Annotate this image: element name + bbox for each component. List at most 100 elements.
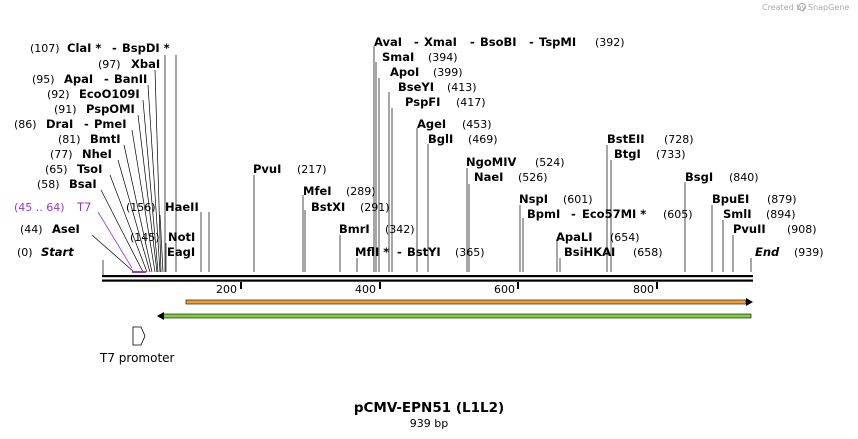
svg-text:(894): (894)	[766, 208, 796, 221]
svg-text:BmtI: BmtI	[90, 132, 121, 146]
svg-text:NaeI: NaeI	[474, 170, 503, 184]
svg-text:(728): (728)	[664, 133, 694, 146]
svg-text:AgeI: AgeI	[417, 117, 446, 131]
site-agei[interactable]: AgeI (453)	[417, 117, 492, 131]
ruler-tick-200: 200	[216, 283, 237, 296]
svg-text:(77): (77)	[50, 148, 73, 161]
site-naei[interactable]: NaeI (526)	[474, 170, 548, 184]
t7-promoter-arrow-icon[interactable]	[132, 326, 146, 346]
svg-text:NgoMIV: NgoMIV	[466, 155, 516, 169]
snapgene-logo-icon	[798, 3, 806, 11]
svg-text:(399): (399)	[433, 66, 463, 79]
svg-text:DraI: DraI	[46, 117, 73, 131]
svg-text:(156): (156)	[126, 201, 156, 214]
svg-text:MflI *: MflI *	[355, 245, 389, 259]
svg-text:BsiHKAI: BsiHKAI	[564, 245, 615, 259]
site-bsai[interactable]: (58) BsaI	[37, 177, 97, 191]
svg-text:(601): (601)	[563, 193, 593, 206]
site-xbai[interactable]: (97) XbaI	[98, 57, 160, 71]
site-ngomiv[interactable]: NgoMIV (524)	[466, 155, 565, 169]
site-bstxi[interactable]: BstXI (291)	[311, 200, 390, 214]
svg-text:BsaI: BsaI	[69, 177, 97, 191]
site-avai-xmai-bsobi-tspmi[interactable]: AvaI - XmaI - BsoBI - TspMI (392)	[374, 35, 625, 49]
site-pvuii[interactable]: PvuII (908)	[733, 222, 817, 236]
site-bsgi[interactable]: BsgI (840)	[685, 170, 759, 184]
site-bseyi[interactable]: BseYI (413)	[398, 80, 477, 94]
svg-text:BsoBI: BsoBI	[480, 35, 517, 49]
svg-text:XbaI: XbaI	[131, 57, 160, 71]
site-mfei[interactable]: MfeI (289)	[303, 184, 376, 198]
site-pspfi[interactable]: PspFI (417)	[405, 95, 486, 109]
svg-text:(145): (145)	[130, 231, 160, 244]
site-clai-bspdi[interactable]: (107) ClaI * - BspDI *	[30, 41, 170, 55]
t7-site-mark	[132, 271, 146, 273]
t7-promoter-label: T7 promoter	[99, 351, 175, 365]
svg-text:Start: Start	[41, 245, 74, 259]
site-bsihkai[interactable]: BsiHKAI (658)	[564, 245, 663, 259]
svg-text:(107): (107)	[30, 42, 60, 55]
svg-text:T7: T7	[76, 200, 91, 214]
svg-text:BstYI: BstYI	[407, 245, 441, 259]
site-drai-pmei[interactable]: (86) DraI - PmeI	[14, 117, 127, 131]
site-eagi[interactable]: EagI	[167, 245, 195, 259]
svg-text:BseYI: BseYI	[398, 80, 434, 94]
svg-text:(654): (654)	[610, 231, 640, 244]
site-bsteii[interactable]: BstEII (728)	[607, 132, 694, 146]
site-bpmi-eco57mi[interactable]: BpmI - Eco57MI * (605)	[527, 207, 693, 221]
svg-text:(86): (86)	[14, 118, 37, 131]
site-bgli[interactable]: BglI (469)	[428, 132, 498, 146]
svg-text:BpmI: BpmI	[527, 207, 560, 221]
site-apali[interactable]: ApaLI (654)	[556, 230, 640, 244]
site-smli[interactable]: SmlI (894)	[723, 207, 796, 221]
svg-text:(95): (95)	[32, 73, 55, 86]
site-nhei[interactable]: (77) NheI	[50, 147, 112, 161]
site-end[interactable]: End (939)	[755, 245, 824, 259]
ruler-tick-600: 600	[494, 283, 515, 296]
site-nspi[interactable]: NspI (601)	[519, 192, 593, 206]
site-start[interactable]: (0) Start	[17, 245, 74, 259]
svg-text:(45 .. 64): (45 .. 64)	[14, 201, 65, 214]
site-apai-banii[interactable]: (95) ApaI - BanII	[32, 72, 147, 86]
site-asei[interactable]: (44) AseI	[20, 222, 80, 236]
svg-text:-: -	[529, 35, 534, 49]
svg-text:-: -	[397, 245, 402, 259]
site-pspomi[interactable]: (91) PspOMI	[54, 102, 135, 116]
svg-text:BsgI: BsgI	[685, 170, 713, 184]
orange-feature-arrow[interactable]	[185, 298, 753, 306]
site-noti[interactable]: (145) NotI	[130, 230, 195, 244]
svg-text:(908): (908)	[787, 223, 817, 236]
svg-text:HaeII: HaeII	[165, 200, 199, 214]
site-smai[interactable]: SmaI (394)	[382, 50, 458, 64]
credit-brand: SnapGene	[808, 3, 849, 12]
svg-text:TspMI: TspMI	[539, 35, 576, 49]
svg-text:(939): (939)	[794, 246, 824, 259]
svg-text:(453): (453)	[462, 118, 492, 131]
svg-text:TsoI: TsoI	[77, 162, 102, 176]
svg-text:(91): (91)	[54, 103, 77, 116]
site-mfli-bstyi[interactable]: MflI * - BstYI (365)	[355, 245, 485, 259]
green-feature-arrow[interactable]	[157, 312, 752, 320]
site-bmri[interactable]: BmrI (342)	[339, 222, 415, 236]
svg-text:(65): (65)	[45, 163, 68, 176]
site-haeii[interactable]: (156) HaeII	[126, 200, 199, 214]
plasmid-title: pCMV-EPN51 (L1L2)	[354, 400, 504, 416]
svg-text:(81): (81)	[58, 133, 81, 146]
site-bpuei[interactable]: BpuEI (879)	[712, 192, 797, 206]
svg-text:(524): (524)	[535, 156, 565, 169]
site-ecoo109i[interactable]: (92) EcoO109I	[47, 87, 140, 101]
site-apoi[interactable]: ApoI (399)	[390, 65, 463, 79]
svg-text:NotI: NotI	[168, 230, 195, 244]
svg-text:BanII: BanII	[114, 72, 147, 86]
svg-text:PvuII: PvuII	[733, 222, 766, 236]
site-t7[interactable]: (45 .. 64) T7	[14, 200, 91, 214]
site-pvui[interactable]: PvuI (217)	[253, 162, 327, 176]
svg-text:ApaI: ApaI	[64, 72, 93, 86]
svg-text:Eco57MI *: Eco57MI *	[582, 207, 646, 221]
site-btgi[interactable]: BtgI (733)	[614, 147, 686, 161]
site-bmti[interactable]: (81) BmtI	[58, 132, 121, 146]
svg-text:AvaI: AvaI	[374, 35, 402, 49]
ruler-tick-400: 400	[355, 283, 376, 296]
svg-text:BspDI *: BspDI *	[122, 41, 170, 55]
site-tsoi[interactable]: (65) TsoI	[45, 162, 102, 176]
